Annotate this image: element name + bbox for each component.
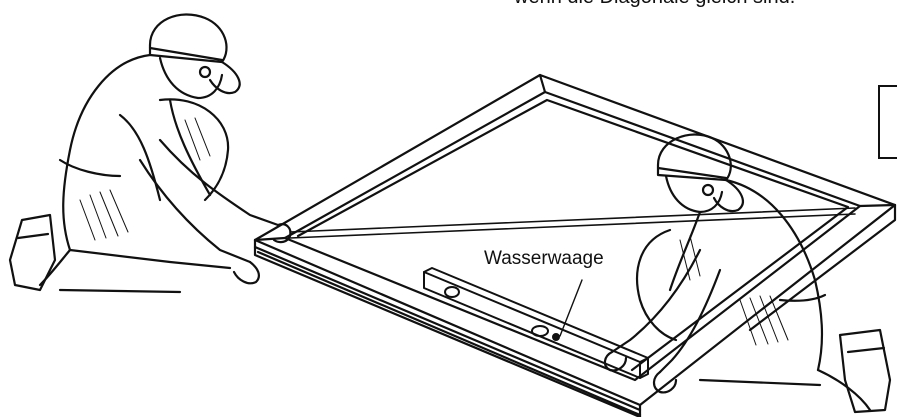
caption-partial: wenn die Diagonale gleich sind.	[514, 0, 795, 9]
window-frame	[253, 73, 897, 417]
level-label-leader	[559, 279, 583, 337]
measuring-tape-diagonal	[289, 207, 856, 239]
side-bracket	[878, 85, 897, 159]
worker-left	[8, 13, 292, 294]
spirit-level-label: Wasserwaage	[484, 248, 604, 269]
spirit-level	[423, 267, 649, 379]
worker-right	[603, 133, 892, 414]
